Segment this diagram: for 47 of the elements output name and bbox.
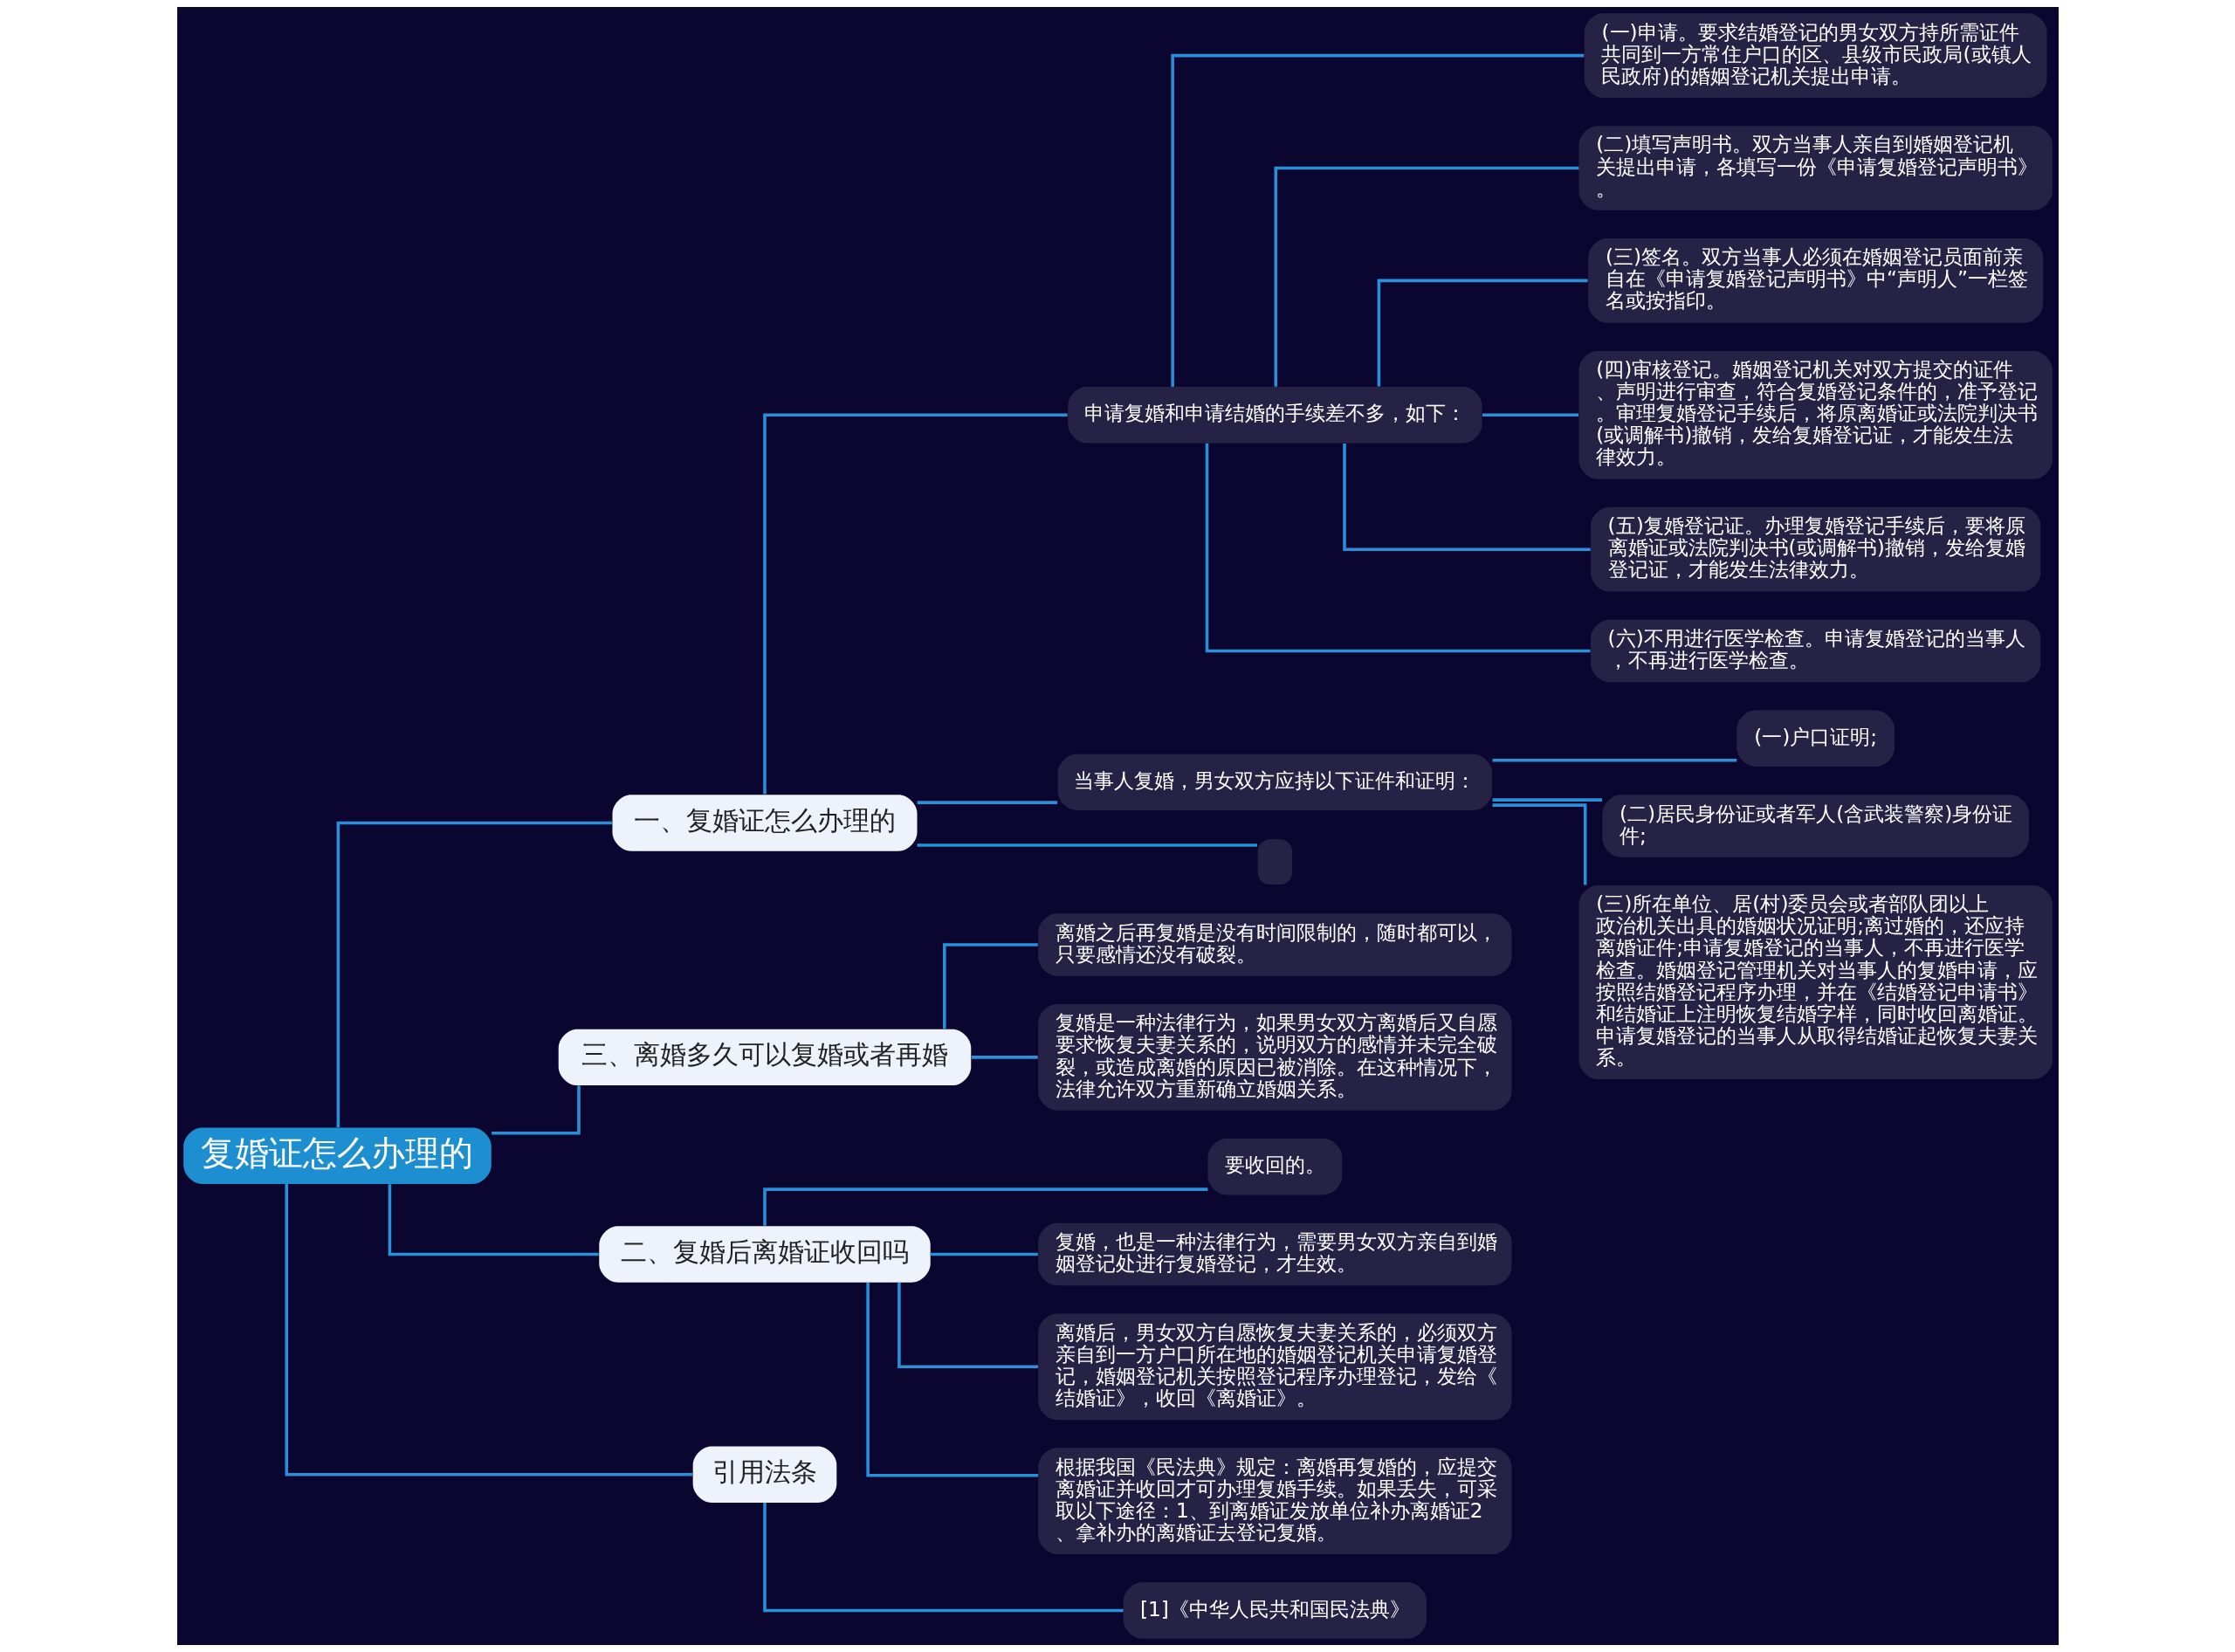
- connector: [917, 843, 1257, 847]
- node-box: (二)居民身份证或者军人(含武装警察)身份证件;: [1601, 795, 2029, 857]
- connector: [491, 1085, 581, 1135]
- connector: [1492, 759, 1736, 762]
- node-box: 申请复婚和申请结婚的手续差不多，如下：: [1067, 387, 1482, 444]
- connector: [897, 1282, 1038, 1369]
- node-box: 二、复婚后离婚证收回吗: [598, 1226, 931, 1283]
- node-box: (一)户口证明;: [1736, 710, 1895, 767]
- node-box: (五)复婚登记证。办理复婚登记手续后，要将原离婚证或法院判决书(或调解书)撤销，发给复婚登记证，才能发生法律效力。: [1590, 506, 2040, 592]
- connector: [388, 1184, 599, 1256]
- connector: [1170, 53, 1584, 387]
- connector: [971, 1056, 1038, 1059]
- node-box: 离婚之后再复婚是没有时间限制的，随时都可以，只要感情还没有破裂。: [1037, 913, 1512, 976]
- node-box: (三)所在单位、居(村)委员会或者部队团以上政治机关出具的婚姻状况证明;离过婚的，还应持离婚证件;申请复婚登记的当事人，不再进行医学检查。婚姻登记管理机关对当事人的复婚申请，应按照结婚登记程序办理，并在《结婚登记申请书》和结婚证上注明恢复结婚字样，同时收回离婚证。申请复婚登记的当事人从取得结婚证起恢复夫妻关系。: [1578, 885, 2053, 1079]
- connector: [942, 943, 1038, 1029]
- connector: [1492, 798, 1602, 802]
- node-box: (二)填写声明书。双方当事人亲自到婚姻登记机关提出申请，各填写一份《申请复婚登记声明书》。: [1578, 126, 2053, 210]
- node-box: (四)审核登记。婚姻登记机关对双方提交的证件、声明进行审查，符合复婚登记条件的，准予登记。审理复婚登记手续后，将原离婚证或法院判决书(或调解书)撤销，发给复婚登记证，才能发生法律效力。: [1578, 350, 2053, 479]
- node-box: 要收回的。: [1207, 1138, 1342, 1195]
- connector: [1377, 279, 1588, 387]
- node-box: [1257, 839, 1292, 885]
- node-box: 引用法条: [692, 1446, 836, 1503]
- connector: [917, 801, 1057, 804]
- connector: [762, 413, 1068, 795]
- connector: [336, 821, 612, 1128]
- connector: [285, 1184, 692, 1476]
- connector: [762, 1503, 1124, 1613]
- connector: [1482, 413, 1578, 417]
- node-box: (三)签名。双方当事人必须在婚姻登记员面前亲自在《申请复婚登记声明书》中“声明人”一栏签名或按指印。: [1587, 238, 2043, 323]
- node-box: 离婚后，男女双方自愿恢复夫妻关系的，必须双方亲自到一方户口所在地的婚姻登记机关申请复婚登记，婚姻登记机关按照登记程序办理登记，发给《结婚证》，收回《离婚证》。: [1037, 1313, 1512, 1421]
- node-box: [1]《中华人民共和国民法典》: [1123, 1582, 1427, 1639]
- node-box: 当事人复婚，男女双方应持以下证件和证明：: [1057, 754, 1492, 811]
- connector: [930, 1252, 1038, 1256]
- node-box: 复婚证怎么办理的: [182, 1127, 492, 1184]
- connector: [1492, 803, 1586, 885]
- node-box: 一、复婚证怎么办理的: [612, 795, 917, 851]
- node-box: 复婚，也是一种法律行为，需要男女双方亲自到婚姻登记处进行复婚登记，才生效。: [1037, 1222, 1512, 1286]
- node-box: 根据我国《民法典》规定：离婚再复婚的，应提交离婚证并收回才可办理复婚手续。如果丢失，可采取以下途径：1、到离婚证发放单位补办离婚证2、拿补办的离婚证去登记复婚。: [1037, 1448, 1512, 1555]
- connector: [1205, 443, 1591, 653]
- connector: [1274, 166, 1578, 387]
- connector: [1342, 443, 1591, 551]
- node-box: (一)申请。要求结婚登记的男女双方持所需证件共同到一方常住户口的区、县级市民政局(或镇人民政府)的婚姻登记机关提出申请。: [1584, 13, 2047, 98]
- connector: [762, 1187, 1207, 1226]
- node-box: (六)不用进行医学检查。申请复婚登记的当事人，不再进行医学检查。: [1590, 619, 2040, 683]
- connector: [865, 1283, 1038, 1477]
- node-box: 复婚是一种法律行为，如果男女双方离婚后又自愿要求恢复夫妻关系的，说明双方的感情并未完全破裂，或造成离婚的原因已被消除。在这种情况下，法律允许双方重新确立婚姻关系。: [1037, 1004, 1512, 1111]
- node-box: 三、离婚多久可以复婚或者再婚: [558, 1029, 971, 1086]
